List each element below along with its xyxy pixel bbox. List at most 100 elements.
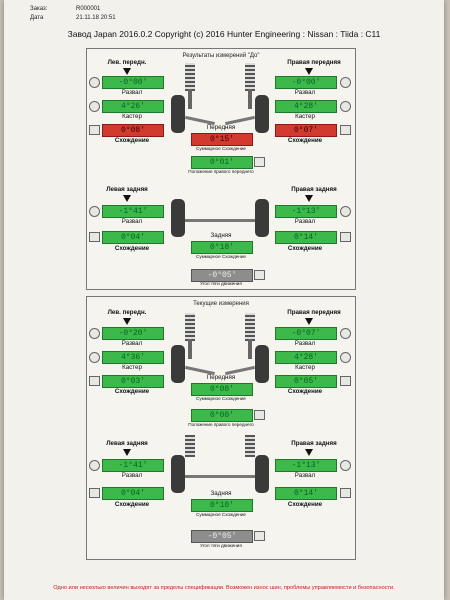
current-front-right-toe: 0°05' bbox=[275, 375, 337, 388]
current-front-right-caster: 4°28' bbox=[275, 351, 337, 364]
before-rear-left-camber: -1°41' bbox=[102, 205, 164, 218]
camber-label: Развал bbox=[121, 340, 143, 347]
camber-wheel-icon bbox=[89, 206, 100, 217]
toe-wheel-icon bbox=[340, 232, 351, 242]
arrow-down-icon bbox=[305, 68, 313, 75]
caster-label: Кастер bbox=[295, 364, 315, 371]
current-rear-total-toe: 0°10' bbox=[191, 499, 253, 512]
front-right-tire bbox=[255, 95, 269, 133]
thrust-icon bbox=[254, 270, 265, 280]
caster-label: Кастер bbox=[122, 364, 142, 371]
before-setback-caption: Положение правого переднего bbox=[188, 169, 254, 174]
rear-right-spring bbox=[245, 435, 255, 457]
camber-wheel-icon bbox=[340, 77, 351, 88]
camber-label: Развал bbox=[294, 340, 316, 347]
current-thrust-caption: Угол тяги движения bbox=[200, 543, 242, 548]
toe-label: Схождение bbox=[287, 137, 323, 144]
toe-label: Схождение bbox=[287, 501, 323, 508]
current-rear-right-camber: -1°13' bbox=[275, 459, 337, 472]
date-label: Дата bbox=[30, 15, 44, 21]
before-rear-right-camber: -1°13' bbox=[275, 205, 337, 218]
before-front-right-camber: -0°00' bbox=[275, 76, 337, 89]
report-title: Завод Japan 2016.0.2 Copyright (c) 2016 … bbox=[67, 29, 381, 39]
current-front-left-caster: 4°36' bbox=[102, 351, 164, 364]
order-label: Заказ: bbox=[30, 6, 48, 12]
rear-left-tire bbox=[171, 199, 185, 237]
current-setback: 0°00' bbox=[191, 409, 253, 422]
order-value: R000001 bbox=[76, 6, 101, 12]
before-setback: 0°01' bbox=[191, 156, 253, 169]
before-front-left-caster: 4°26' bbox=[102, 100, 164, 113]
current-panel-title: Текущие измерения bbox=[193, 301, 249, 307]
camber-wheel-icon bbox=[89, 77, 100, 88]
camber-wheel-icon bbox=[89, 328, 100, 339]
front-right-spring bbox=[245, 63, 255, 91]
toe-wheel-icon bbox=[89, 376, 100, 386]
rear-left-spring bbox=[185, 435, 195, 457]
camber-label: Развал bbox=[294, 218, 316, 225]
before-panel-title: Результаты измерений "До" bbox=[182, 53, 260, 59]
toe-wheel-icon bbox=[89, 125, 100, 135]
before-front-total-label: Передняя bbox=[206, 124, 236, 131]
current-front-left-camber: -0°20' bbox=[102, 327, 164, 340]
before-rear-total-toe: 0°18' bbox=[191, 241, 253, 254]
before-thrust-caption: Угол тяги движения bbox=[200, 281, 242, 286]
before-front-right-label: Правая передняя bbox=[287, 59, 341, 66]
caster-label: Кастер bbox=[295, 113, 315, 120]
front-left-spring bbox=[185, 313, 195, 341]
before-front-right-toe: 0°07' bbox=[275, 124, 337, 137]
front-right-strut bbox=[248, 339, 252, 359]
current-front-left-label: Лев. передн. bbox=[107, 309, 147, 316]
toe-wheel-icon bbox=[340, 488, 351, 498]
toe-label: Схождение bbox=[287, 388, 323, 395]
date-value: 21.11.18 20:51 bbox=[76, 15, 116, 21]
arrow-down-icon bbox=[123, 318, 131, 325]
front-left-tire bbox=[171, 95, 185, 133]
before-rear-right-label: Правая задняя bbox=[291, 186, 337, 193]
current-front-total-label: Передняя bbox=[206, 374, 236, 381]
setback-icon bbox=[254, 157, 265, 167]
current-rear-left-camber: -1°41' bbox=[102, 459, 164, 472]
before-thrust-angle: -0°05' bbox=[191, 269, 253, 282]
caster-wheel-icon bbox=[340, 352, 351, 363]
rear-axle bbox=[185, 219, 255, 222]
before-rear-total-caption: Суммарное Схождение bbox=[196, 254, 246, 259]
printed-report: Заказ: R000001 Дата 21.11.18 20:51 Завод… bbox=[4, 0, 444, 600]
thrust-icon bbox=[254, 531, 265, 541]
before-rear-total-label: Задняя bbox=[210, 232, 232, 239]
current-panel: Текущие измерения Лев. передн. -0°20' Ра… bbox=[86, 296, 356, 560]
rear-right-tire bbox=[255, 199, 269, 237]
current-rear-left-toe: 0°04' bbox=[102, 487, 164, 500]
current-rear-total-label: Задняя bbox=[210, 490, 232, 497]
camber-wheel-icon bbox=[340, 460, 351, 471]
before-front-left-camber: -0°00' bbox=[102, 76, 164, 89]
front-right-tire bbox=[255, 345, 269, 383]
front-left-spring bbox=[185, 63, 195, 91]
current-front-total-toe: 0°08' bbox=[191, 383, 253, 396]
current-front-right-label: Правая передняя bbox=[287, 309, 341, 316]
camber-label: Развал bbox=[121, 89, 143, 96]
arrow-down-icon bbox=[123, 195, 131, 202]
current-front-left-toe: 0°03' bbox=[102, 375, 164, 388]
before-front-right-caster: 4°28' bbox=[275, 100, 337, 113]
before-panel: Результаты измерений "До" Лев. передн. -… bbox=[86, 48, 356, 290]
camber-wheel-icon bbox=[340, 206, 351, 217]
front-right-spring bbox=[245, 313, 255, 341]
toe-label: Схождение bbox=[287, 245, 323, 252]
out-of-spec-warning: Одно или несколько величин выходят за пр… bbox=[53, 585, 395, 591]
current-setback-caption: Положение правого переднего bbox=[188, 422, 254, 427]
camber-label: Развал bbox=[294, 472, 316, 479]
front-left-strut bbox=[188, 339, 192, 359]
camber-wheel-icon bbox=[340, 328, 351, 339]
toe-wheel-icon bbox=[89, 488, 100, 498]
rear-right-tire bbox=[255, 455, 269, 493]
before-rear-right-toe: 0°14' bbox=[275, 231, 337, 244]
camber-label: Развал bbox=[121, 472, 143, 479]
current-thrust-angle: -0°05' bbox=[191, 530, 253, 543]
current-rear-right-label: Правая задняя bbox=[291, 440, 337, 447]
rear-axle bbox=[185, 475, 255, 478]
current-rear-right-toe: 0°14' bbox=[275, 487, 337, 500]
arrow-down-icon bbox=[123, 68, 131, 75]
caster-wheel-icon bbox=[89, 101, 100, 112]
caster-label: Кастер bbox=[122, 113, 142, 120]
